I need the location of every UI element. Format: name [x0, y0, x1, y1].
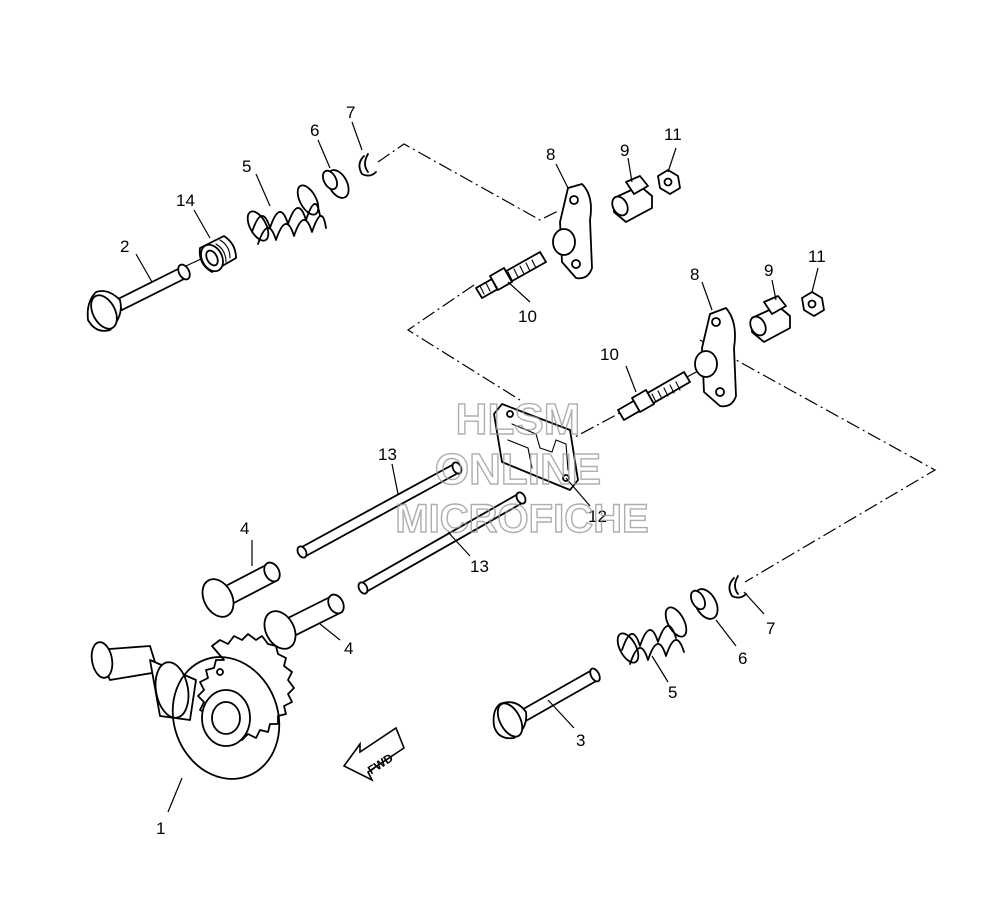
callout-8a: 8: [546, 145, 555, 164]
callout-11b: 11: [808, 247, 826, 266]
callout-4b: 4: [344, 639, 353, 658]
callout-13b: 13: [470, 557, 489, 576]
fwd-arrow-icon: FWD: [342, 726, 405, 782]
callout-7a: 7: [346, 103, 355, 122]
part-rocker-arm-upper[interactable]: [552, 183, 593, 280]
part-collet-lower[interactable]: [728, 575, 747, 599]
callout-8b: 8: [690, 265, 699, 284]
part-pivot-upper[interactable]: [609, 175, 653, 223]
part-stud-bolt-lower[interactable]: [617, 371, 691, 421]
callout-9b: 9: [764, 261, 773, 280]
part-nut-lower[interactable]: [801, 291, 825, 317]
part-camshaft[interactable]: [89, 633, 296, 794]
part-retainer-upper[interactable]: [320, 167, 353, 202]
part-valve-spring-upper[interactable]: [243, 182, 327, 245]
callout-1: 1: [156, 819, 165, 838]
callout-11a: 11: [664, 125, 682, 144]
callout-2: 2: [120, 237, 129, 256]
part-tappet-lower[interactable]: [258, 592, 347, 654]
part-nut-upper[interactable]: [657, 169, 681, 195]
callout-5b: 5: [668, 683, 677, 702]
callout-10a: 10: [518, 307, 537, 326]
part-pivot-lower[interactable]: [747, 295, 791, 343]
part-push-rod-lower[interactable]: [357, 491, 528, 595]
part-valve-spring-lower[interactable]: [613, 604, 690, 666]
callout-4a: 4: [240, 519, 249, 538]
callout-7b: 7: [766, 619, 775, 638]
watermark-line3: MICROFICHE: [395, 497, 648, 541]
watermark: HLSM ONLINE MICROFICHE: [395, 394, 650, 541]
callout-9a: 9: [620, 141, 629, 160]
part-push-rod-upper[interactable]: [296, 461, 464, 559]
callout-14: 14: [176, 191, 195, 210]
part-collet-upper[interactable]: [358, 153, 377, 177]
callout-6a: 6: [310, 121, 319, 140]
part-valve-intake[interactable]: [86, 249, 221, 333]
watermark-line2: ONLINE: [435, 445, 601, 494]
callout-3: 3: [576, 731, 585, 750]
leader-lines: [135, 121, 819, 813]
callout-10b: 10: [600, 345, 619, 364]
callouts: 1 2 3 4 4 5 5 6 6 7 7 8 8 9 9 10 10 11 1…: [120, 103, 826, 838]
part-tappet-upper[interactable]: [196, 560, 283, 622]
part-stem-seal[interactable]: [197, 235, 237, 275]
part-rocker-arm-lower[interactable]: [694, 307, 737, 408]
watermark-line1: HLSM: [456, 395, 581, 444]
part-stud-bolt-upper[interactable]: [475, 251, 547, 299]
callout-12: 12: [588, 507, 607, 526]
part-valve-exhaust[interactable]: [492, 667, 602, 741]
callout-6b: 6: [738, 649, 747, 668]
part-retainer-lower[interactable]: [688, 585, 722, 623]
callout-5a: 5: [242, 157, 251, 176]
callout-13a: 13: [378, 445, 397, 464]
